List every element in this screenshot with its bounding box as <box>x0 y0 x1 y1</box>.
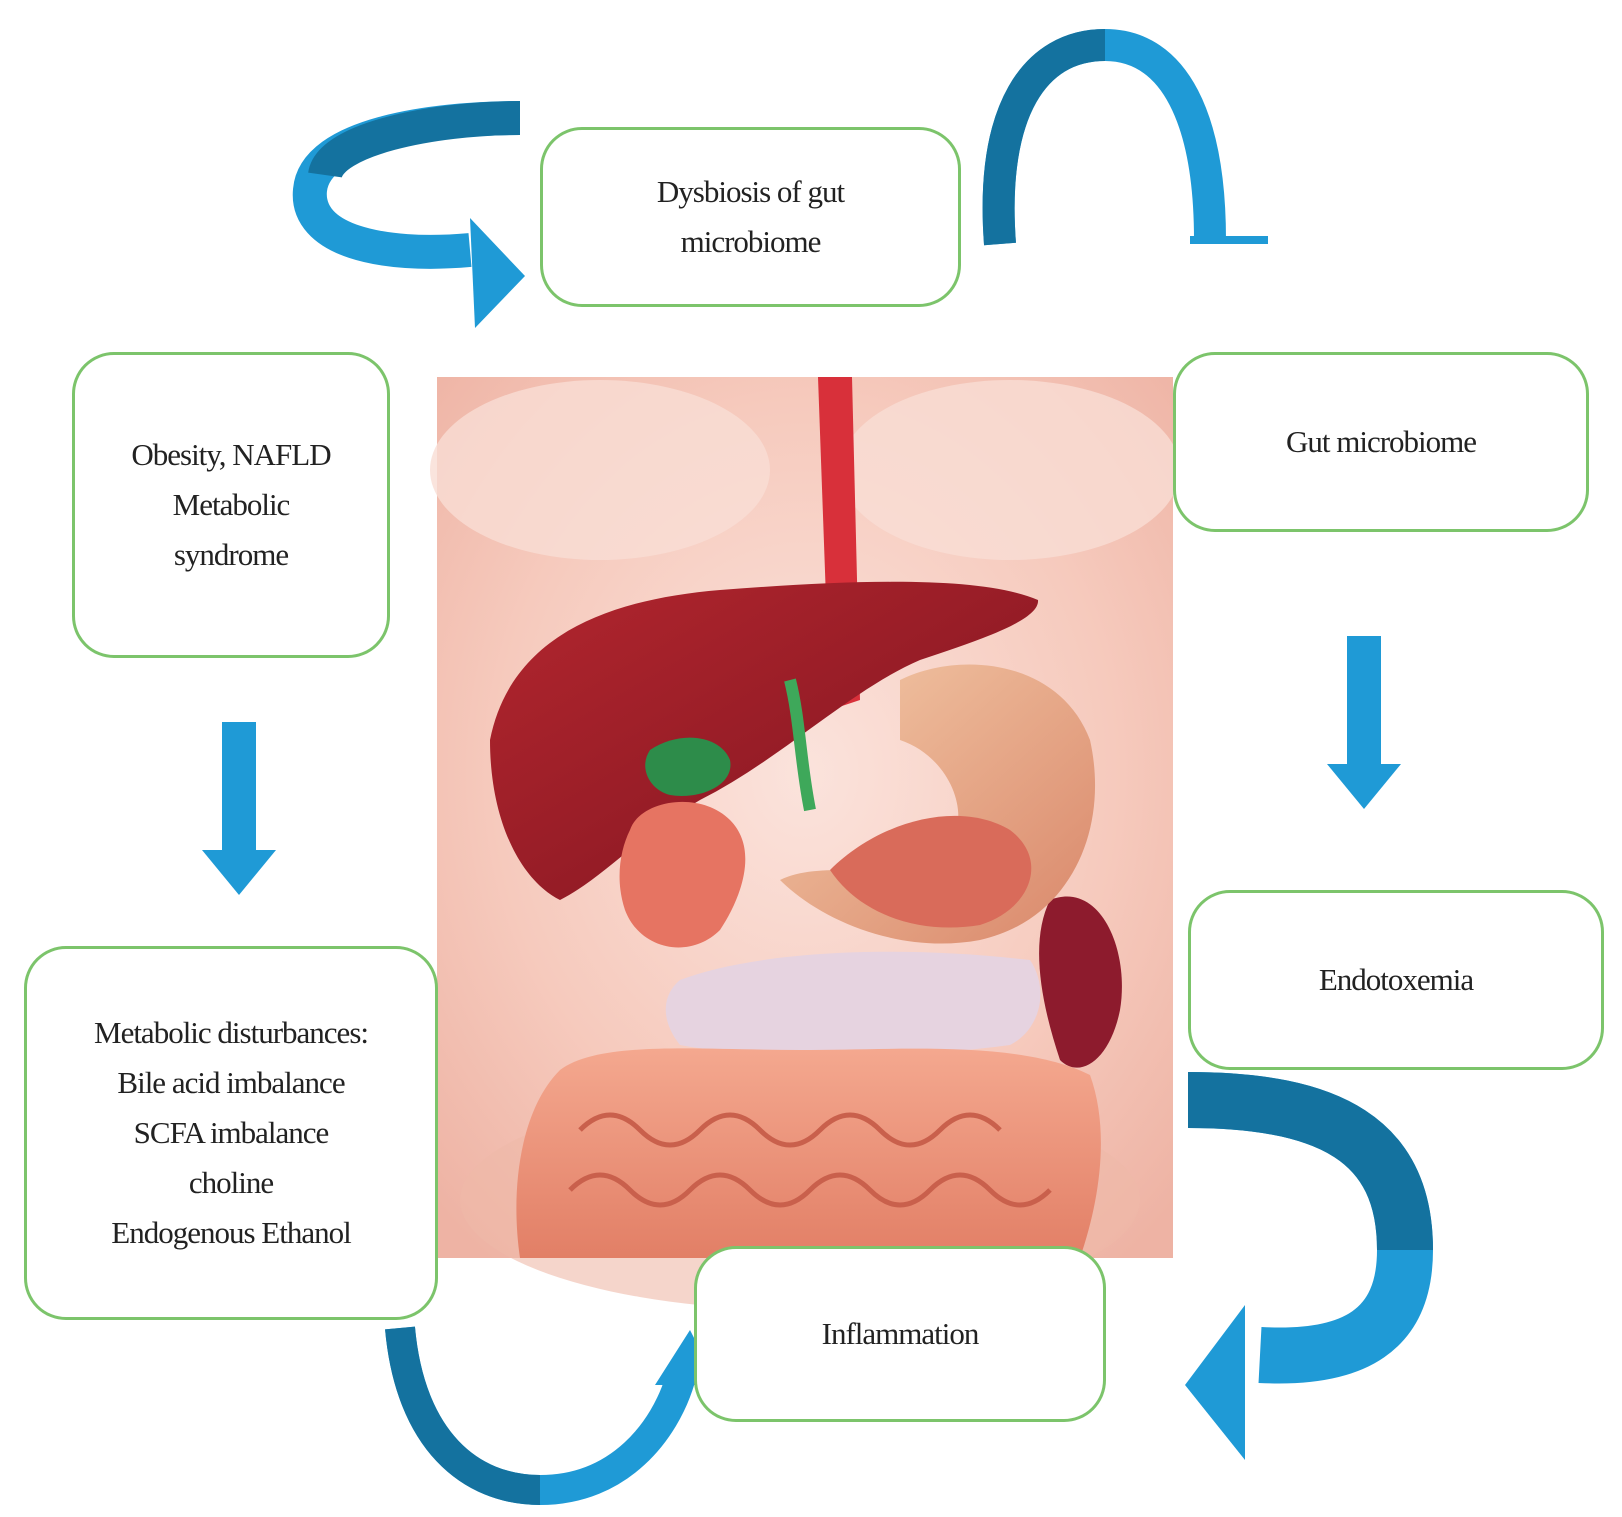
obesity-node: Obesity, NAFLD Metabolic syndrome <box>72 352 390 658</box>
stomach-lining <box>830 815 1032 928</box>
endotoxemia-node: Endotoxemia <box>1188 890 1604 1070</box>
bile-duct <box>784 678 816 812</box>
large-intestine <box>516 1048 1101 1258</box>
dysbiosis-label: Dysbiosis of gut microbiome <box>656 174 845 259</box>
metabolic-disturbances-node: Metabolic disturbances: Bile acid imbala… <box>24 946 438 1320</box>
arrow-curl-into-dysbiosis <box>292 101 525 328</box>
arrow-endotoxemia-to-inflammation <box>1185 1072 1434 1460</box>
gut-microbiome-label: Gut microbiome <box>1285 424 1477 459</box>
arrow-down-left <box>202 722 276 895</box>
dysbiosis-node: Dysbiosis of gut microbiome <box>540 127 961 307</box>
small-intestine-folds <box>568 1112 1052 1208</box>
endotoxemia-label: Endotoxemia <box>1318 962 1474 997</box>
arrow-metabolic-to-inflammation <box>385 1326 718 1506</box>
inflammation-label: Inflammation <box>821 1316 980 1351</box>
arrow-down-right <box>1327 636 1401 809</box>
arrow-inhibition-arc <box>982 28 1268 246</box>
chest-right <box>840 380 1180 560</box>
inflammation-node: Inflammation <box>694 1246 1106 1422</box>
spleen <box>1039 896 1122 1068</box>
liver <box>490 581 1039 900</box>
obesity-label: Obesity, NAFLD Metabolic syndrome <box>131 437 331 572</box>
chest-left <box>430 380 770 560</box>
digestive-system-illustration <box>430 377 1180 1310</box>
pancreas <box>665 951 1041 1057</box>
metabolic-disturbances-label: Metabolic disturbances: Bile acid imbala… <box>94 1015 369 1250</box>
duodenum <box>619 801 746 948</box>
gut-microbiome-node: Gut microbiome <box>1173 352 1589 532</box>
gallbladder <box>645 737 731 796</box>
